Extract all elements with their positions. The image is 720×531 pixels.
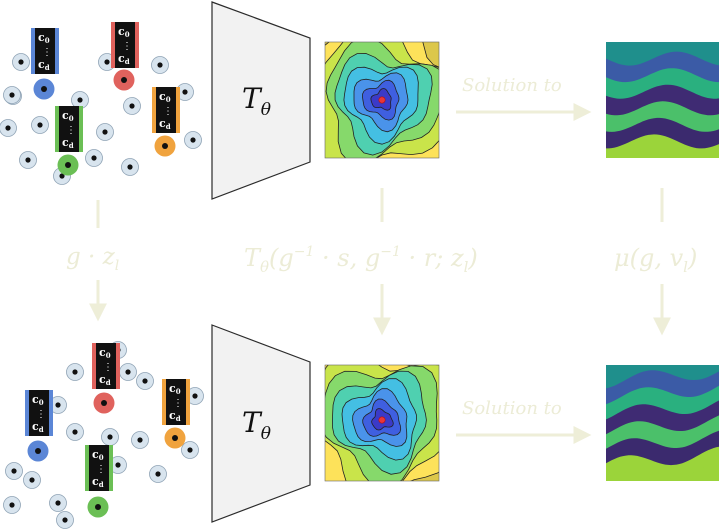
sensor-node [23, 471, 41, 489]
latent-cd: cd [99, 373, 111, 387]
solution-arrow-bottom: Solution to [456, 398, 592, 444]
latent-c0: c0 [38, 31, 50, 45]
source-marker [378, 96, 386, 104]
vertical-arrow-middle: Tθ(g−1 · s, g−1 · r; zl) [244, 188, 478, 336]
travel-time-field-top [325, 42, 439, 158]
latent-token-blue-bottom: c0 ⋮cd [25, 390, 53, 436]
solution-arrow-top: Solution to [456, 75, 592, 121]
encoder-trapezoid-top [211, 1, 311, 200]
source-node-red-top [113, 69, 135, 91]
velocity-solution-top [606, 42, 719, 158]
sensor-node [56, 511, 74, 529]
latent-cd: cd [62, 136, 74, 150]
solution-label-top: Solution to [462, 75, 562, 96]
sensor-node [49, 396, 67, 414]
sensor-node [181, 441, 199, 459]
source-node-orange-top [154, 135, 176, 157]
solution-label-bottom: Solution to [462, 398, 562, 419]
latent-token-green-bottom: c0 ⋮cd [85, 445, 113, 491]
latent-token-blue-top: c0 ⋮cd [31, 28, 59, 74]
vertical-arrow-left: g · zl [66, 200, 119, 322]
sensor-node [0, 119, 17, 137]
sensor-node [66, 423, 84, 441]
latent-c0: c0 [62, 109, 74, 123]
latent-cd: cd [169, 409, 181, 423]
latent-cd: cd [159, 117, 171, 131]
sensor-node [131, 431, 149, 449]
latent-c0: c0 [32, 393, 44, 407]
sensor-node [12, 53, 30, 71]
latent-cd: cd [32, 420, 44, 434]
source-marker [378, 416, 386, 424]
encoder-top: Tθ [211, 1, 311, 200]
sensor-node [3, 86, 21, 104]
encoder-trapezoid-bottom [211, 324, 311, 523]
latent-c0: c0 [169, 382, 181, 396]
latent-dots: ⋮ [36, 409, 46, 420]
latent-token-orange-bottom: c0 ⋮cd [162, 379, 190, 425]
sensor-node [149, 465, 167, 483]
sensor-node [96, 123, 114, 141]
source-node-blue-top [33, 78, 55, 100]
latent-cd: cd [38, 58, 50, 72]
velocity-layer [606, 365, 719, 481]
sensor-node [136, 372, 154, 390]
latent-token-red-top: c0 ⋮cd [111, 22, 139, 68]
latent-dots: ⋮ [163, 106, 173, 117]
encoder-label-top: Tθ [242, 82, 271, 120]
vertical-arrow-right: μ(g, vl) [614, 188, 697, 336]
sensor-node [85, 149, 103, 167]
source-node-red-bottom [93, 392, 115, 414]
velocity-layer [606, 365, 719, 481]
sensor-node [19, 151, 37, 169]
latent-dots: ⋮ [42, 47, 52, 58]
latent-dots: ⋮ [96, 464, 106, 475]
group-action-label: g · zl [66, 244, 119, 274]
source-node-blue-bottom [27, 440, 49, 462]
latent-token-green-top: c0 ⋮cd [55, 106, 83, 152]
source-node-orange-bottom [164, 427, 186, 449]
encoder-bottom: Tθ [211, 324, 311, 523]
transformed-velocity-label: μ(g, vl) [614, 244, 697, 276]
source-node-green-bottom [87, 496, 109, 518]
velocity-layer [606, 42, 719, 158]
sensor-node [151, 56, 169, 74]
field-frame-bottom [324, 364, 440, 482]
transformed-operator-label: Tθ(g−1 · s, g−1 · r; zl) [244, 244, 478, 276]
latent-token-red-bottom: c0 ⋮cd [92, 343, 120, 389]
latent-cd: cd [118, 52, 130, 66]
sensor-node [31, 116, 49, 134]
latent-dots: ⋮ [173, 398, 183, 409]
sensor-node [123, 97, 141, 115]
encoder-label-bottom: Tθ [242, 406, 271, 444]
sensor-node [5, 462, 23, 480]
latent-c0: c0 [159, 90, 171, 104]
field-frame-top [324, 41, 440, 159]
latent-c0: c0 [99, 346, 111, 360]
latent-dots: ⋮ [66, 125, 76, 136]
sensor-node [101, 428, 119, 446]
sensor-node [66, 363, 84, 381]
sensor-node [71, 91, 89, 109]
latent-token-orange-top: c0 ⋮cd [152, 87, 180, 133]
travel-time-field-bottom [325, 365, 439, 481]
latent-c0: c0 [92, 448, 104, 462]
sensor-node [3, 496, 21, 514]
source-node-green-top [57, 154, 79, 176]
latent-cd: cd [92, 475, 104, 489]
velocity-solution-bottom [606, 365, 719, 481]
latent-dots: ⋮ [122, 41, 132, 52]
sensor-node [121, 158, 139, 176]
sensor-node [184, 131, 202, 149]
sensor-node [49, 494, 67, 512]
latent-dots: ⋮ [103, 362, 113, 373]
sensor-node [119, 363, 137, 381]
latent-c0: c0 [118, 25, 130, 39]
velocity-layer [606, 42, 719, 158]
